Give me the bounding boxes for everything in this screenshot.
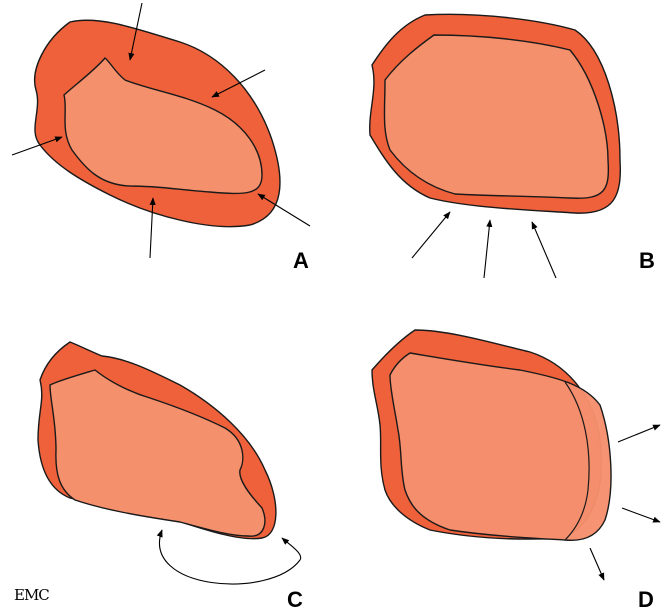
panel-a: A [12,3,310,273]
panel-b: B [370,14,655,278]
emc-watermark-logo: EMC [14,586,49,604]
panel-label-c: C [287,587,303,612]
panel-label-d: D [638,587,654,612]
panel-b-arrow-middle [484,220,490,278]
panel-d: D [372,330,660,612]
panel-label-b: B [639,248,655,273]
panel-d-inner-cavity [390,353,611,540]
panel-d-arrow-middle [622,508,660,522]
panel-label-a: A [293,248,309,273]
panel-b-inner-cavity [384,35,608,198]
panel-b-arrow-left [412,212,450,258]
panel-d-arrow-lower [590,548,604,580]
panel-b-arrow-right [532,222,556,278]
emc-watermark-text: EMC [14,586,49,604]
panel-c: C [38,342,303,612]
panel-c-curved-arrow [160,530,301,584]
panel-d-arrow-upper [618,425,660,442]
